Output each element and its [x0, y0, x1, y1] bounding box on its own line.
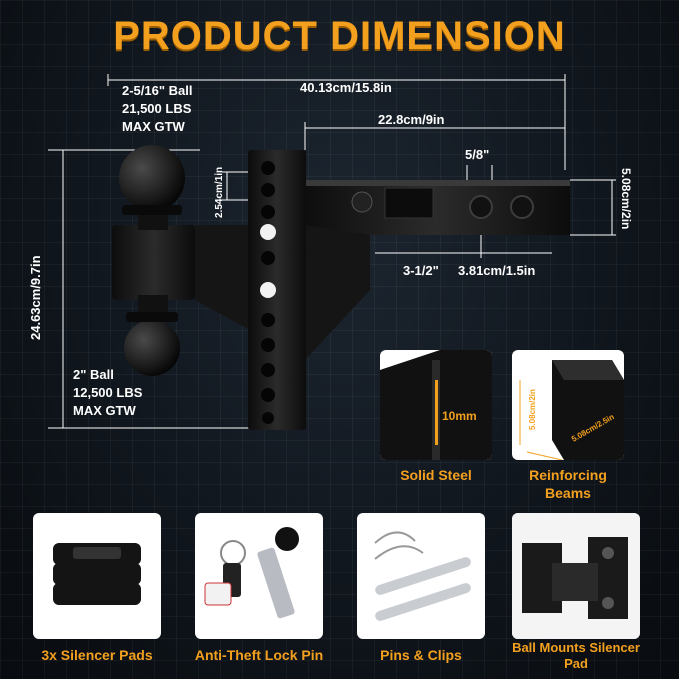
bottom-ball-capacity: 12,500 LBS [73, 385, 143, 400]
bottom-ball-gtw: MAX GTW [73, 403, 136, 418]
reinforcing-beams-card: 5.08cm/2in 5.08cm/2.5in [512, 350, 624, 460]
silencer-pads-card [33, 513, 161, 639]
lock-pin-card [195, 513, 323, 639]
bottom-ball-size: 2" Ball [73, 367, 114, 382]
solid-steel-card: 10mm [380, 350, 492, 460]
hole-spacing-label: 3.81cm/1.5in [458, 263, 536, 278]
pins-clips-card [357, 513, 485, 639]
ball-mount-pad-card [512, 513, 640, 639]
shank-length-label: 22.8cm/9in [378, 112, 445, 127]
shank-height-label: 5.08cm/2in [619, 168, 633, 230]
top-ball-capacity: 21,500 LBS [122, 101, 192, 116]
page-title: PRODUCT DIMENSION [113, 14, 566, 58]
top-ball-gtw: MAX GTW [122, 119, 185, 134]
hole-offset-label: 3-1/2" [403, 263, 439, 278]
ball-mount-pad-caption: Ball Mounts Silencer Pad [512, 640, 640, 671]
lock-pin-caption: Anti-Theft Lock Pin [194, 647, 324, 663]
overall-length-label: 40.13cm/15.8in [300, 80, 392, 95]
hole-spacing-vertical-label: 2.54cm/1in [214, 166, 225, 218]
reinforcing-beams-caption: Reinforcing Beams [529, 467, 607, 501]
steel-thickness-label: 10mm [442, 409, 477, 423]
pins-clips-caption: Pins & Clips [380, 647, 462, 663]
solid-steel-caption: Solid Steel [400, 467, 472, 483]
top-ball-size: 2-5/16" Ball [122, 83, 193, 98]
pin-hole-label: 5/8" [465, 147, 490, 162]
beam-height-label: 5.08cm/2in [528, 389, 537, 430]
silencer-pads-caption: 3x Silencer Pads [41, 647, 153, 663]
total-height-label: 24.63cm/9.7in [28, 255, 43, 340]
